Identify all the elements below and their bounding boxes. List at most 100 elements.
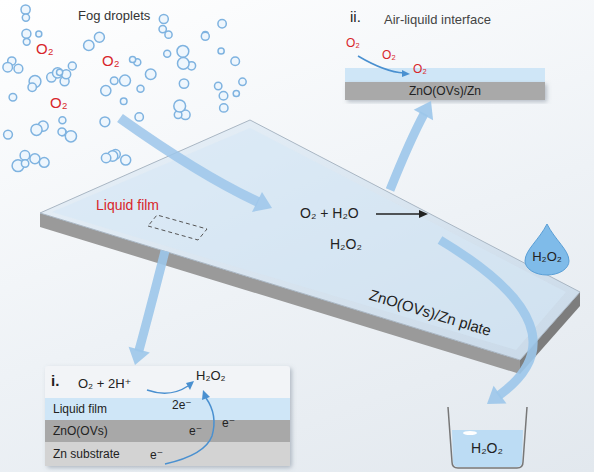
node-box: Zn substrate: [45, 442, 290, 466]
fog-droplet: [239, 78, 246, 85]
node-text: ZnO(OVs)/Zn plate: [367, 285, 493, 338]
arrow-head: [186, 381, 194, 390]
node-box: H₂O₂: [525, 224, 569, 274]
fog-droplet: [22, 29, 31, 38]
fog-droplet: [218, 20, 226, 28]
droplet-shape: [525, 224, 569, 275]
node-box: H₂O₂: [447, 405, 527, 468]
fog-droplet: [9, 94, 17, 102]
electron-path: [165, 398, 214, 464]
fog-droplet: [135, 113, 143, 121]
fog-droplet: [20, 151, 30, 161]
text-label: O₂: [50, 94, 68, 111]
zno-band: [45, 420, 290, 442]
text-label: e⁻: [150, 448, 163, 462]
fog-droplet: [21, 5, 30, 14]
fog-droplet: [179, 79, 188, 88]
node-text: Zn substrate: [53, 447, 120, 461]
fog-droplet: [120, 75, 131, 86]
liquid-band: [45, 398, 290, 420]
liquid-film: [52, 128, 566, 350]
fog-droplet: [36, 31, 42, 37]
fog-droplet: [101, 153, 110, 162]
arrow-head: [402, 70, 410, 77]
beaker-shape: [448, 407, 527, 468]
node-text: i.: [51, 372, 59, 389]
fog-droplet: [159, 25, 166, 32]
node-text: H₂O₂: [532, 249, 562, 264]
text-label: O₂ + H₂O: [300, 205, 359, 221]
fog-droplet: [177, 45, 189, 57]
fog-droplet: [84, 40, 94, 50]
text-label: H₂O₂: [330, 236, 362, 252]
liquid-band: [345, 68, 545, 82]
node-box: ZnO(OVs)/Zn: [345, 82, 545, 100]
text-label: O₂: [346, 36, 360, 50]
fog-droplet: [53, 68, 63, 78]
fog-droplet: [23, 38, 30, 45]
text-label: O₂: [102, 52, 120, 69]
plate-top: [40, 120, 580, 360]
fog-droplet: [121, 155, 131, 165]
fog-droplet: [164, 50, 171, 57]
fog-droplet: [58, 128, 66, 136]
text-label: H₂O₂: [196, 368, 226, 383]
fog-droplet: [4, 130, 13, 139]
fog-droplet: [178, 58, 190, 70]
text-label: Liquid film: [96, 197, 159, 213]
o2-diffusion-arrow: [358, 56, 404, 73]
node-text: H₂O₂: [471, 440, 503, 456]
text-label: 2e⁻: [172, 398, 192, 412]
arrow-head: [202, 390, 210, 400]
node-box: Liquid film: [45, 398, 290, 420]
slab-shape: [345, 82, 545, 100]
reaction-arrow-head: [419, 210, 428, 218]
beaker-liquid: [452, 430, 523, 467]
fog-droplet: [215, 82, 222, 89]
fog-droplet: [57, 69, 63, 75]
arrow-head: [129, 347, 150, 365]
fog-droplet: [120, 98, 127, 105]
fog-droplet: [130, 56, 136, 62]
fog-droplet: [218, 48, 224, 54]
fog-droplet: [101, 86, 111, 96]
fog-droplet: [231, 57, 240, 66]
fog-droplet: [201, 32, 209, 40]
fog-droplet: [28, 83, 36, 91]
node-text: ZnO(OVs)/Zn: [409, 84, 481, 98]
zn-band: [45, 442, 290, 466]
fog-droplet: [14, 64, 23, 73]
arrow-shaft: [139, 251, 165, 351]
fog-droplet: [30, 154, 40, 164]
fog-droplet: [31, 124, 42, 135]
flow-arrow: [129, 251, 165, 365]
beaker-glint: [463, 431, 477, 435]
inset-box: [45, 366, 290, 466]
text-label: Fog droplets: [78, 8, 150, 23]
fog-droplet: [110, 77, 118, 85]
fog-droplet: [219, 92, 228, 101]
node-box: ZnO(OVs)/Zn plate: [40, 120, 580, 374]
fog-droplet: [22, 14, 29, 21]
node-text: Liquid film: [53, 402, 107, 416]
fog-arrow: [120, 118, 258, 202]
fog-droplet: [39, 158, 49, 168]
text-label: O₂: [36, 40, 54, 57]
fog-droplet: [3, 62, 13, 72]
fog-droplet: [59, 117, 66, 124]
arrow-head: [414, 101, 433, 120]
fog-droplet: [145, 69, 156, 80]
fog-droplet: [174, 100, 186, 112]
text-label: e⁻: [222, 416, 235, 430]
arrow-head: [487, 386, 506, 404]
text-label: O₂ + 2H⁺: [78, 376, 131, 391]
text-label: O₂: [382, 48, 396, 62]
fog-droplet: [21, 160, 28, 167]
node-text: ZnO(OVs): [53, 424, 108, 438]
flow-arrow: [390, 101, 433, 190]
fog-droplet: [165, 31, 172, 38]
node-box: ZnO(OVs): [45, 420, 290, 442]
o2-reduction-arrow: [147, 386, 188, 393]
